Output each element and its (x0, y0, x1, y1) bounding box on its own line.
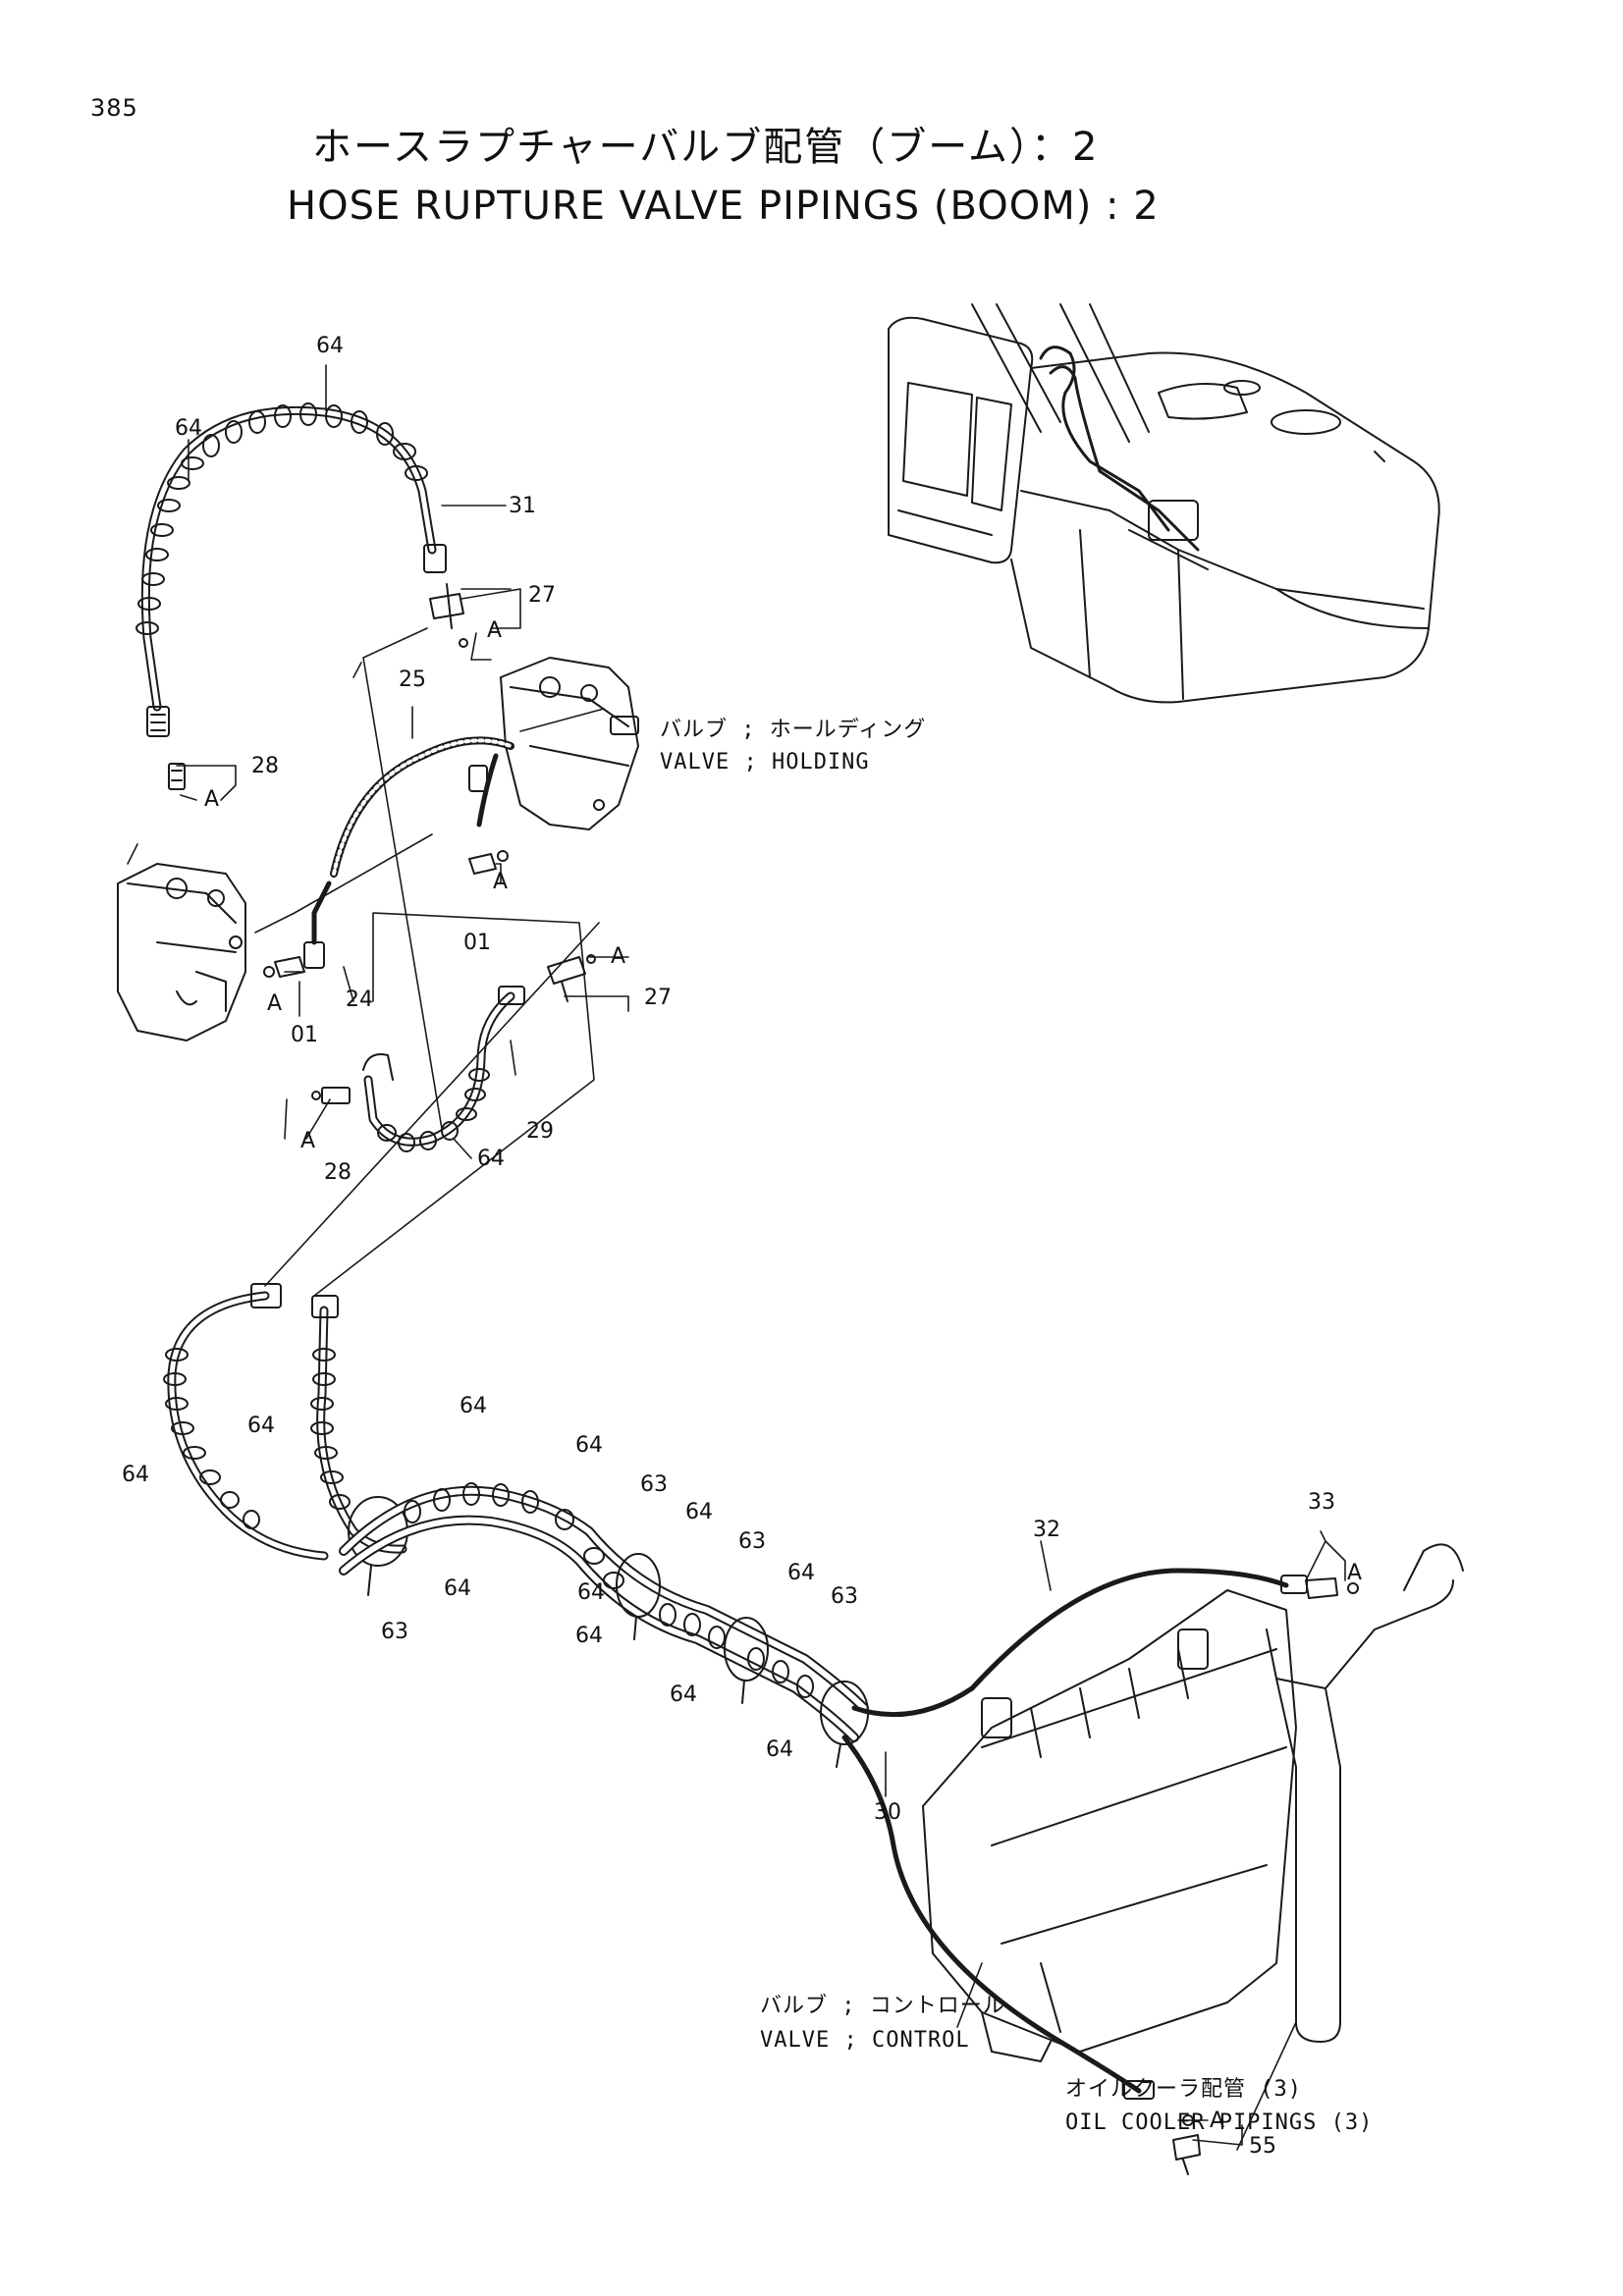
page-title-japanese: ホースラプチャーバルブ配管（ブーム）：2 (312, 125, 1100, 170)
callout-64: 64 (575, 1433, 603, 1458)
oil-cooler-pipe (1267, 1544, 1463, 2042)
callout-64: 64 (577, 1580, 605, 1605)
callout-28: 28 (324, 1160, 352, 1185)
lower-hose-assembly-29 (312, 987, 524, 1151)
tee-fitting-27-top (430, 584, 467, 647)
callout-64: 64 (787, 1561, 815, 1585)
callout-a: A (1210, 2109, 1225, 2133)
callout-31: 31 (509, 494, 536, 518)
callout-64: 64 (247, 1414, 275, 1438)
callout-29: 29 (526, 1119, 554, 1144)
callout-33: 33 (1308, 1490, 1335, 1515)
callout-63: 63 (831, 1584, 858, 1609)
callout-64: 64 (316, 334, 344, 358)
label-holding-valve-en: VALVE ; HOLDING (660, 750, 870, 774)
callout-64: 64 (477, 1147, 505, 1171)
label-oil-cooler-jp: オイルクーラ配管 (3) (1065, 2077, 1302, 2102)
callout-a: A (493, 870, 509, 894)
callout-63: 63 (738, 1529, 766, 1554)
callout-64: 64 (575, 1624, 603, 1648)
callout-64: 64 (685, 1500, 713, 1524)
leader-lines (128, 365, 1345, 2150)
callout-28: 28 (251, 754, 279, 778)
holding-valve-right (469, 658, 638, 874)
callout-63: 63 (640, 1472, 668, 1497)
callout-64: 64 (122, 1463, 149, 1487)
label-holding-valve-jp: バルブ ; ホールディング (660, 718, 927, 742)
label-control-valve-jp: バルブ ; コントロール (760, 1994, 1005, 2018)
callout-64: 64 (444, 1576, 471, 1601)
callout-27: 27 (528, 583, 556, 608)
callout-64: 64 (460, 1394, 487, 1418)
callout-01: 01 (291, 1023, 318, 1047)
callout-24: 24 (346, 988, 373, 1012)
callout-30: 30 (874, 1800, 901, 1825)
callout-01: 01 (463, 931, 491, 955)
callout-a: A (300, 1129, 316, 1153)
callout-a: A (487, 618, 503, 643)
callout-25: 25 (399, 667, 426, 692)
hose-25-braided (304, 740, 511, 968)
callout-64: 64 (175, 416, 202, 441)
callout-a: A (267, 991, 283, 1016)
callout-27: 27 (644, 986, 672, 1010)
main-hose-bundle (164, 1284, 1307, 2099)
upper-hose-assembly (136, 403, 446, 736)
callout-a: A (204, 787, 220, 812)
callout-64: 64 (766, 1737, 793, 1762)
callout-a: A (611, 944, 626, 969)
callout-63: 63 (381, 1620, 408, 1644)
label-oil-cooler-en: OIL COOLER PIPINGS (3) (1065, 2110, 1374, 2135)
callout-64: 64 (670, 1682, 697, 1707)
callout-55: 55 (1249, 2134, 1276, 2159)
control-valve (923, 1590, 1296, 2174)
callout-a: A (1347, 1561, 1363, 1585)
hose-24-fitting (469, 766, 487, 791)
excavator-inset-illustration (889, 304, 1439, 702)
holding-valve-left (118, 764, 304, 1041)
tee-fitting-27-middle (548, 955, 595, 1001)
page-number: 385 (90, 94, 138, 122)
label-control-valve-en: VALVE ; CONTROL (760, 2028, 970, 2053)
page-title-english: HOSE RUPTURE VALVE PIPINGS (BOOM) : 2 (287, 184, 1160, 229)
callout-32: 32 (1033, 1518, 1060, 1542)
